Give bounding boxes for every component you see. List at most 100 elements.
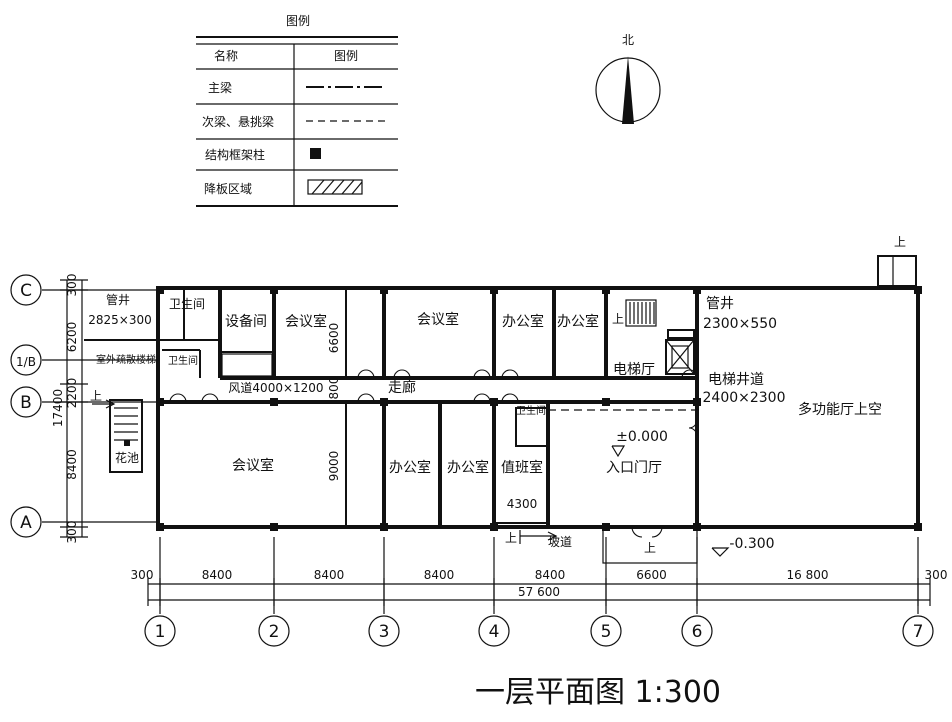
plan-details <box>92 255 917 564</box>
door-swing-icon <box>631 526 663 538</box>
axis-label-row: B <box>20 393 32 413</box>
column-square-icon <box>380 523 388 531</box>
label-flower-pond: 花池 <box>115 450 139 465</box>
dim-label-bottom: 300 <box>925 568 948 582</box>
axis-bubble-column <box>368 615 400 647</box>
dim-label-bottom-total: 57 600 <box>518 585 560 599</box>
door-swing-icon <box>481 369 491 379</box>
column-square-icon <box>380 286 388 294</box>
door-swing-icon <box>169 393 179 403</box>
label-office-1: 办公室 <box>502 313 544 330</box>
door-swing-icon <box>509 393 519 403</box>
label-pipe-shaft-left: 管井 <box>106 292 130 307</box>
dim-label-left: 2200 <box>65 378 79 409</box>
north-arrow: 北 <box>595 33 661 124</box>
dim-label-left: 300 <box>65 274 79 297</box>
dim-label-bottom: 8400 <box>424 568 455 582</box>
label-dim-6600: 6600 <box>327 323 341 354</box>
column-square-icon <box>602 286 610 294</box>
door-swing-icon <box>501 369 511 379</box>
door-swing-icon <box>365 369 375 379</box>
axis-label-row: 1/B <box>16 355 36 369</box>
door-swing-icon <box>473 369 483 379</box>
door-swing-icon <box>688 419 698 437</box>
column-square-icon <box>156 523 164 531</box>
column-square-icon <box>490 398 498 406</box>
door-swing-icon <box>177 393 187 403</box>
axis-bubble-column <box>590 615 622 647</box>
label-up-ramp: 上 <box>505 531 517 545</box>
label-elevator-shaft: 电梯井道 <box>708 372 764 388</box>
column-square-icon <box>693 286 701 294</box>
air-duct-box <box>221 353 273 377</box>
elevator-shaft-box <box>665 339 695 375</box>
column-square-icon <box>602 523 610 531</box>
axis-bubble-column <box>144 615 176 647</box>
door-swing-icon <box>357 369 367 379</box>
dim-label-left: 300 <box>65 521 79 544</box>
label-pipe-shaft-left-size: 2825×300 <box>88 313 152 327</box>
door-swing-icon <box>501 393 511 403</box>
elevator-car <box>671 345 689 369</box>
column-square-icon <box>490 286 498 294</box>
label-level-outside: -0.300 <box>729 536 774 552</box>
door-swing-icon <box>393 369 403 379</box>
legend-symbol-solid-square <box>310 148 321 159</box>
walls <box>84 286 920 529</box>
column-square-icon <box>602 398 610 406</box>
right-stair-landing <box>877 255 917 287</box>
axis-label-column: 7 <box>913 622 924 642</box>
column-square-icon <box>380 398 388 406</box>
label-pipe-shaft-right: 管井 <box>706 296 734 312</box>
level-marker-triangle <box>611 445 626 458</box>
column-square-icon <box>490 523 498 531</box>
dim-label-left: 6200 <box>65 322 79 353</box>
label-up-left-stair: 上 <box>90 389 102 403</box>
legend-symbol-hatched-rect <box>307 179 363 195</box>
legend-row-secondary-beam: 次梁、悬挑梁 <box>202 114 274 129</box>
door-swing-icon <box>681 369 691 379</box>
dim-label-left-total: 17400 <box>51 389 65 427</box>
door-swing-icon <box>357 393 367 403</box>
north-label: 北 <box>622 33 634 47</box>
label-air-duct: 风道4000×1200 <box>228 381 323 395</box>
column-square-icon <box>270 286 278 294</box>
label-multi-hall-void: 多功能厅上空 <box>798 401 882 418</box>
door-swing-icon <box>401 369 411 379</box>
label-level-zero: ±0.000 <box>616 429 668 445</box>
drawing-title: 一层平面图 1:300 <box>475 675 721 710</box>
room-labels: 卫生间 卫生间 管井 2825×300 室外疏散楼梯 花池 设备间 会议室 会议… <box>88 235 906 555</box>
label-meeting-room-3: 会议室 <box>232 457 274 474</box>
label-ramp: 坡道 <box>548 535 572 549</box>
door-swing-icon <box>209 393 219 403</box>
axis-label-column: 2 <box>269 622 280 642</box>
axis-label-column: 1 <box>155 622 166 642</box>
label-pipe-shaft-right-size: 2300×550 <box>703 316 777 332</box>
axis-bubble-column <box>478 615 510 647</box>
column-square-icon <box>270 523 278 531</box>
legend-row-lowered-slab: 降板区域 <box>204 182 252 196</box>
label-elevator-shaft-size: 2400×2300 <box>703 390 786 406</box>
level-marker-outside <box>711 547 730 557</box>
legend-title: 图例 <box>286 14 310 28</box>
column-square-icon <box>693 523 701 531</box>
legend-header-name: 名称 <box>214 48 238 63</box>
label-toilet-lower: 卫生间 <box>168 354 198 367</box>
door-swing-icon <box>481 393 491 403</box>
axis-bubble-row <box>10 506 42 538</box>
column-square-icon <box>914 286 922 294</box>
dim-label-bottom: 8400 <box>202 568 233 582</box>
column-square-icon <box>156 398 164 406</box>
dim-label-bottom: 8400 <box>314 568 345 582</box>
label-entrance-hall: 入口门厅 <box>606 460 662 476</box>
label-evac-stair: 室外疏散楼梯 <box>96 353 156 366</box>
label-up-right-stair: 上 <box>894 235 906 249</box>
label-equipment-room: 设备间 <box>225 313 267 330</box>
north-needle-icon <box>622 56 634 124</box>
axis-bubble-column <box>258 615 290 647</box>
legend-row-main-beam: 主梁 <box>208 80 232 95</box>
column-square-icon <box>914 523 922 531</box>
up-arrow-left-head <box>105 399 116 409</box>
axis-label-column: 3 <box>379 622 390 642</box>
